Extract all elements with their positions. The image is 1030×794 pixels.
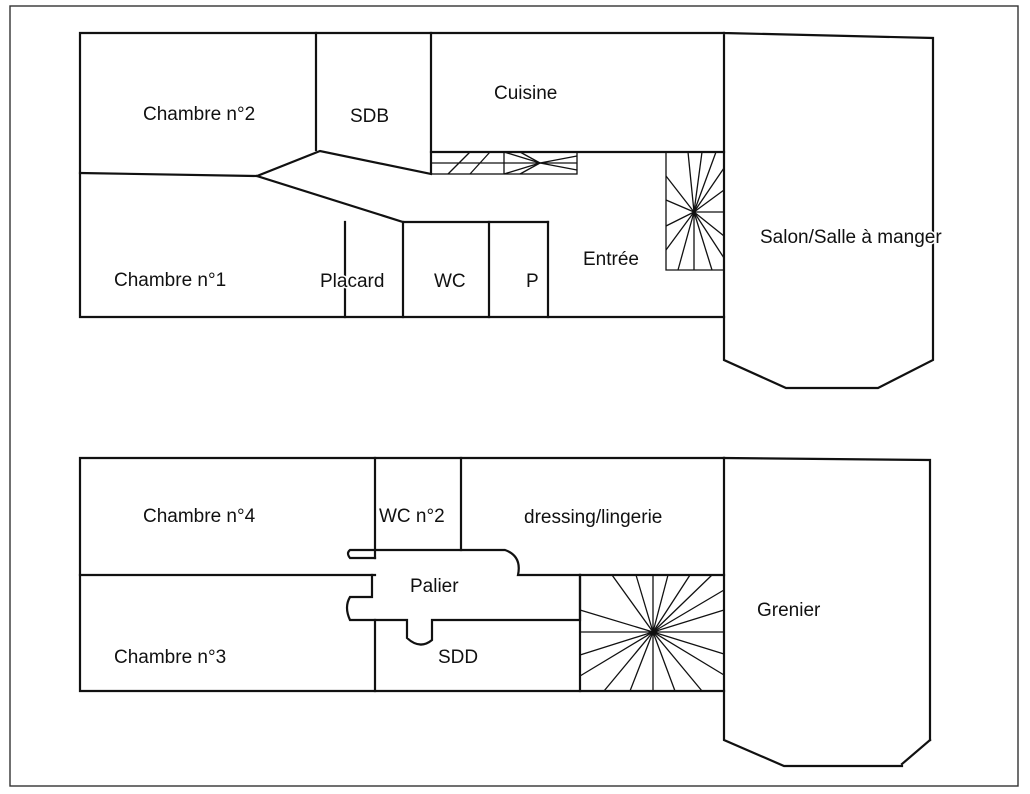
upper-floor: Chambre n°4 WC n°2 dressing/lingerie Pal… [78,456,932,768]
label-dressing: dressing/lingerie [524,507,662,528]
grenier-bay-corner [900,738,932,766]
corridor-lower-wall [255,174,550,224]
label-chambre-2: Chambre n°2 [143,104,255,125]
salon-bay-wall [722,31,935,390]
page-frame [9,5,1019,787]
corridor-upper-wall [78,149,433,178]
label-sdb: SDB [350,106,389,127]
label-chambre-4: Chambre n°4 [143,506,256,527]
label-salon: Salon/Salle à manger [760,227,942,248]
label-chambre-1: Chambre n°1 [114,270,226,291]
label-palier: Palier [410,576,459,597]
label-chambre-3: Chambre n°3 [114,647,226,668]
upper-staircase [579,574,725,692]
grenier-bay-wall [722,456,932,742]
label-sdd: SDD [438,647,478,668]
palier-outline [345,548,582,646]
label-cuisine: Cuisine [494,83,557,104]
ground-floor: Chambre n°2 SDB Cuisine Salon/Salle à ma… [78,31,944,390]
label-entree: Entrée [583,249,639,270]
label-wc: WC [434,271,466,292]
kitchen-worktop-hatching [430,151,578,175]
label-grenier: Grenier [757,600,821,621]
grenier-bay-bottom [722,456,904,768]
label-wc-2: WC n°2 [379,506,445,527]
label-placard: Placard [320,271,384,292]
label-p: P [526,271,539,292]
entrance-staircase [665,151,725,271]
